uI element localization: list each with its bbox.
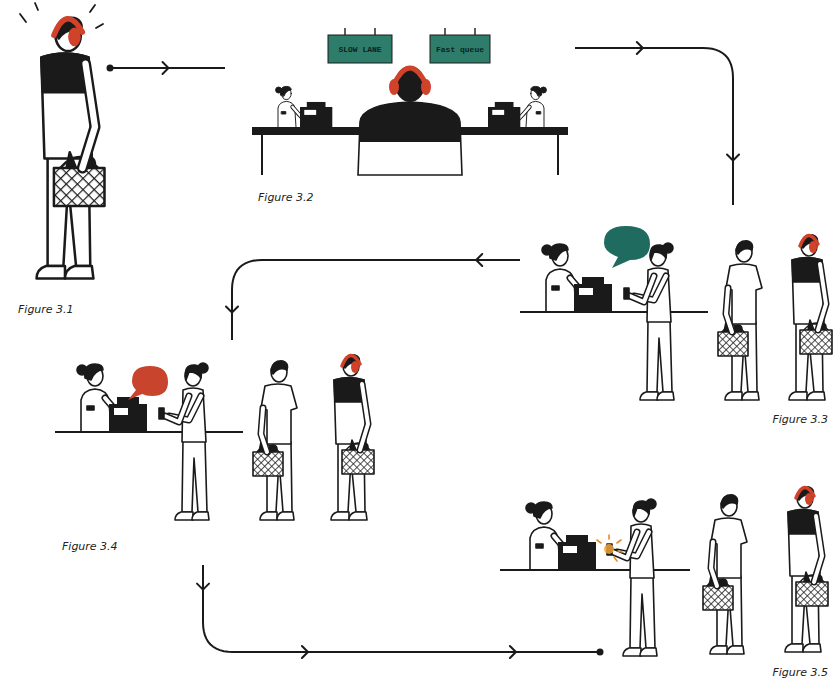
customer-figure [607, 499, 657, 656]
figure-panel: Figure 3.2 [225, 25, 575, 210]
speech-bubble [604, 226, 650, 268]
sign-strings [345, 28, 475, 35]
tap-glow [597, 535, 622, 561]
headphones [389, 79, 399, 95]
customer-figure [703, 495, 747, 654]
customer-figure [718, 241, 762, 400]
figure-caption: Figure 3.3 [772, 413, 828, 426]
line-end-dot [597, 649, 604, 656]
stressed-shopper [20, 3, 104, 279]
flow-arrow [575, 48, 733, 205]
figure-caption: Figure 3.2 [258, 191, 314, 204]
figure-panel: Figure 3.1 [10, 0, 110, 322]
arrow-chevron [197, 584, 209, 590]
counter [55, 431, 243, 433]
line-end-dot [107, 65, 114, 72]
shopper-figure [785, 487, 828, 652]
figure-caption: Figure 3.5 [772, 666, 828, 679]
queue-scene [55, 355, 374, 520]
headphones [394, 68, 426, 84]
figure-caption: Figure 3.1 [18, 303, 74, 316]
sweat-marks [20, 3, 103, 28]
sign-panel: SLOW LANE [328, 35, 392, 63]
customer-figure [159, 363, 209, 520]
sign-text: Fast queue [436, 45, 484, 54]
checkout-choice-scene [252, 28, 568, 175]
cash-register [558, 535, 596, 570]
figure-caption: Figure 3.4 [62, 540, 118, 553]
payment-scene [500, 487, 828, 656]
cash-register [109, 397, 147, 432]
sign-panel: Fast queue [430, 35, 490, 63]
arrow-chevron [637, 42, 643, 54]
customer-figure [253, 361, 297, 520]
sign-text: SLOW LANE [338, 45, 381, 54]
shopper-figure [37, 18, 105, 279]
arrow-chevron [476, 254, 482, 266]
lane-sign [328, 35, 392, 63]
shopper-figure [789, 235, 832, 400]
shopper-head [395, 66, 425, 102]
cash-register [300, 102, 332, 127]
flow-arrow [232, 260, 520, 340]
shopper-back [358, 102, 462, 175]
sweater-band [360, 102, 461, 142]
figure-panel: Figure 3.4 [55, 340, 380, 565]
cash-register [488, 102, 520, 127]
headphones [421, 79, 431, 95]
figure-panel: Figure 3.5 [600, 478, 832, 683]
shopper-figure [331, 355, 374, 520]
queue-scene [520, 226, 832, 400]
tap-glow [604, 544, 614, 554]
cash-register [574, 277, 612, 312]
figure-panel: Figure 3.3 [520, 205, 832, 430]
arrow-chevron [226, 306, 238, 312]
counter [500, 569, 690, 571]
arrow-chevron [510, 646, 516, 658]
lane-sign [430, 35, 490, 63]
cashier-figure [519, 86, 547, 127]
arrow-chevron [302, 646, 308, 658]
speech-bubble [128, 366, 168, 400]
arrow-chevron [727, 154, 739, 160]
cashier-figure [276, 86, 304, 127]
counter [520, 311, 708, 313]
arrow-chevron [163, 62, 169, 74]
customer-figure [624, 243, 674, 400]
flow-arrow [203, 565, 600, 652]
